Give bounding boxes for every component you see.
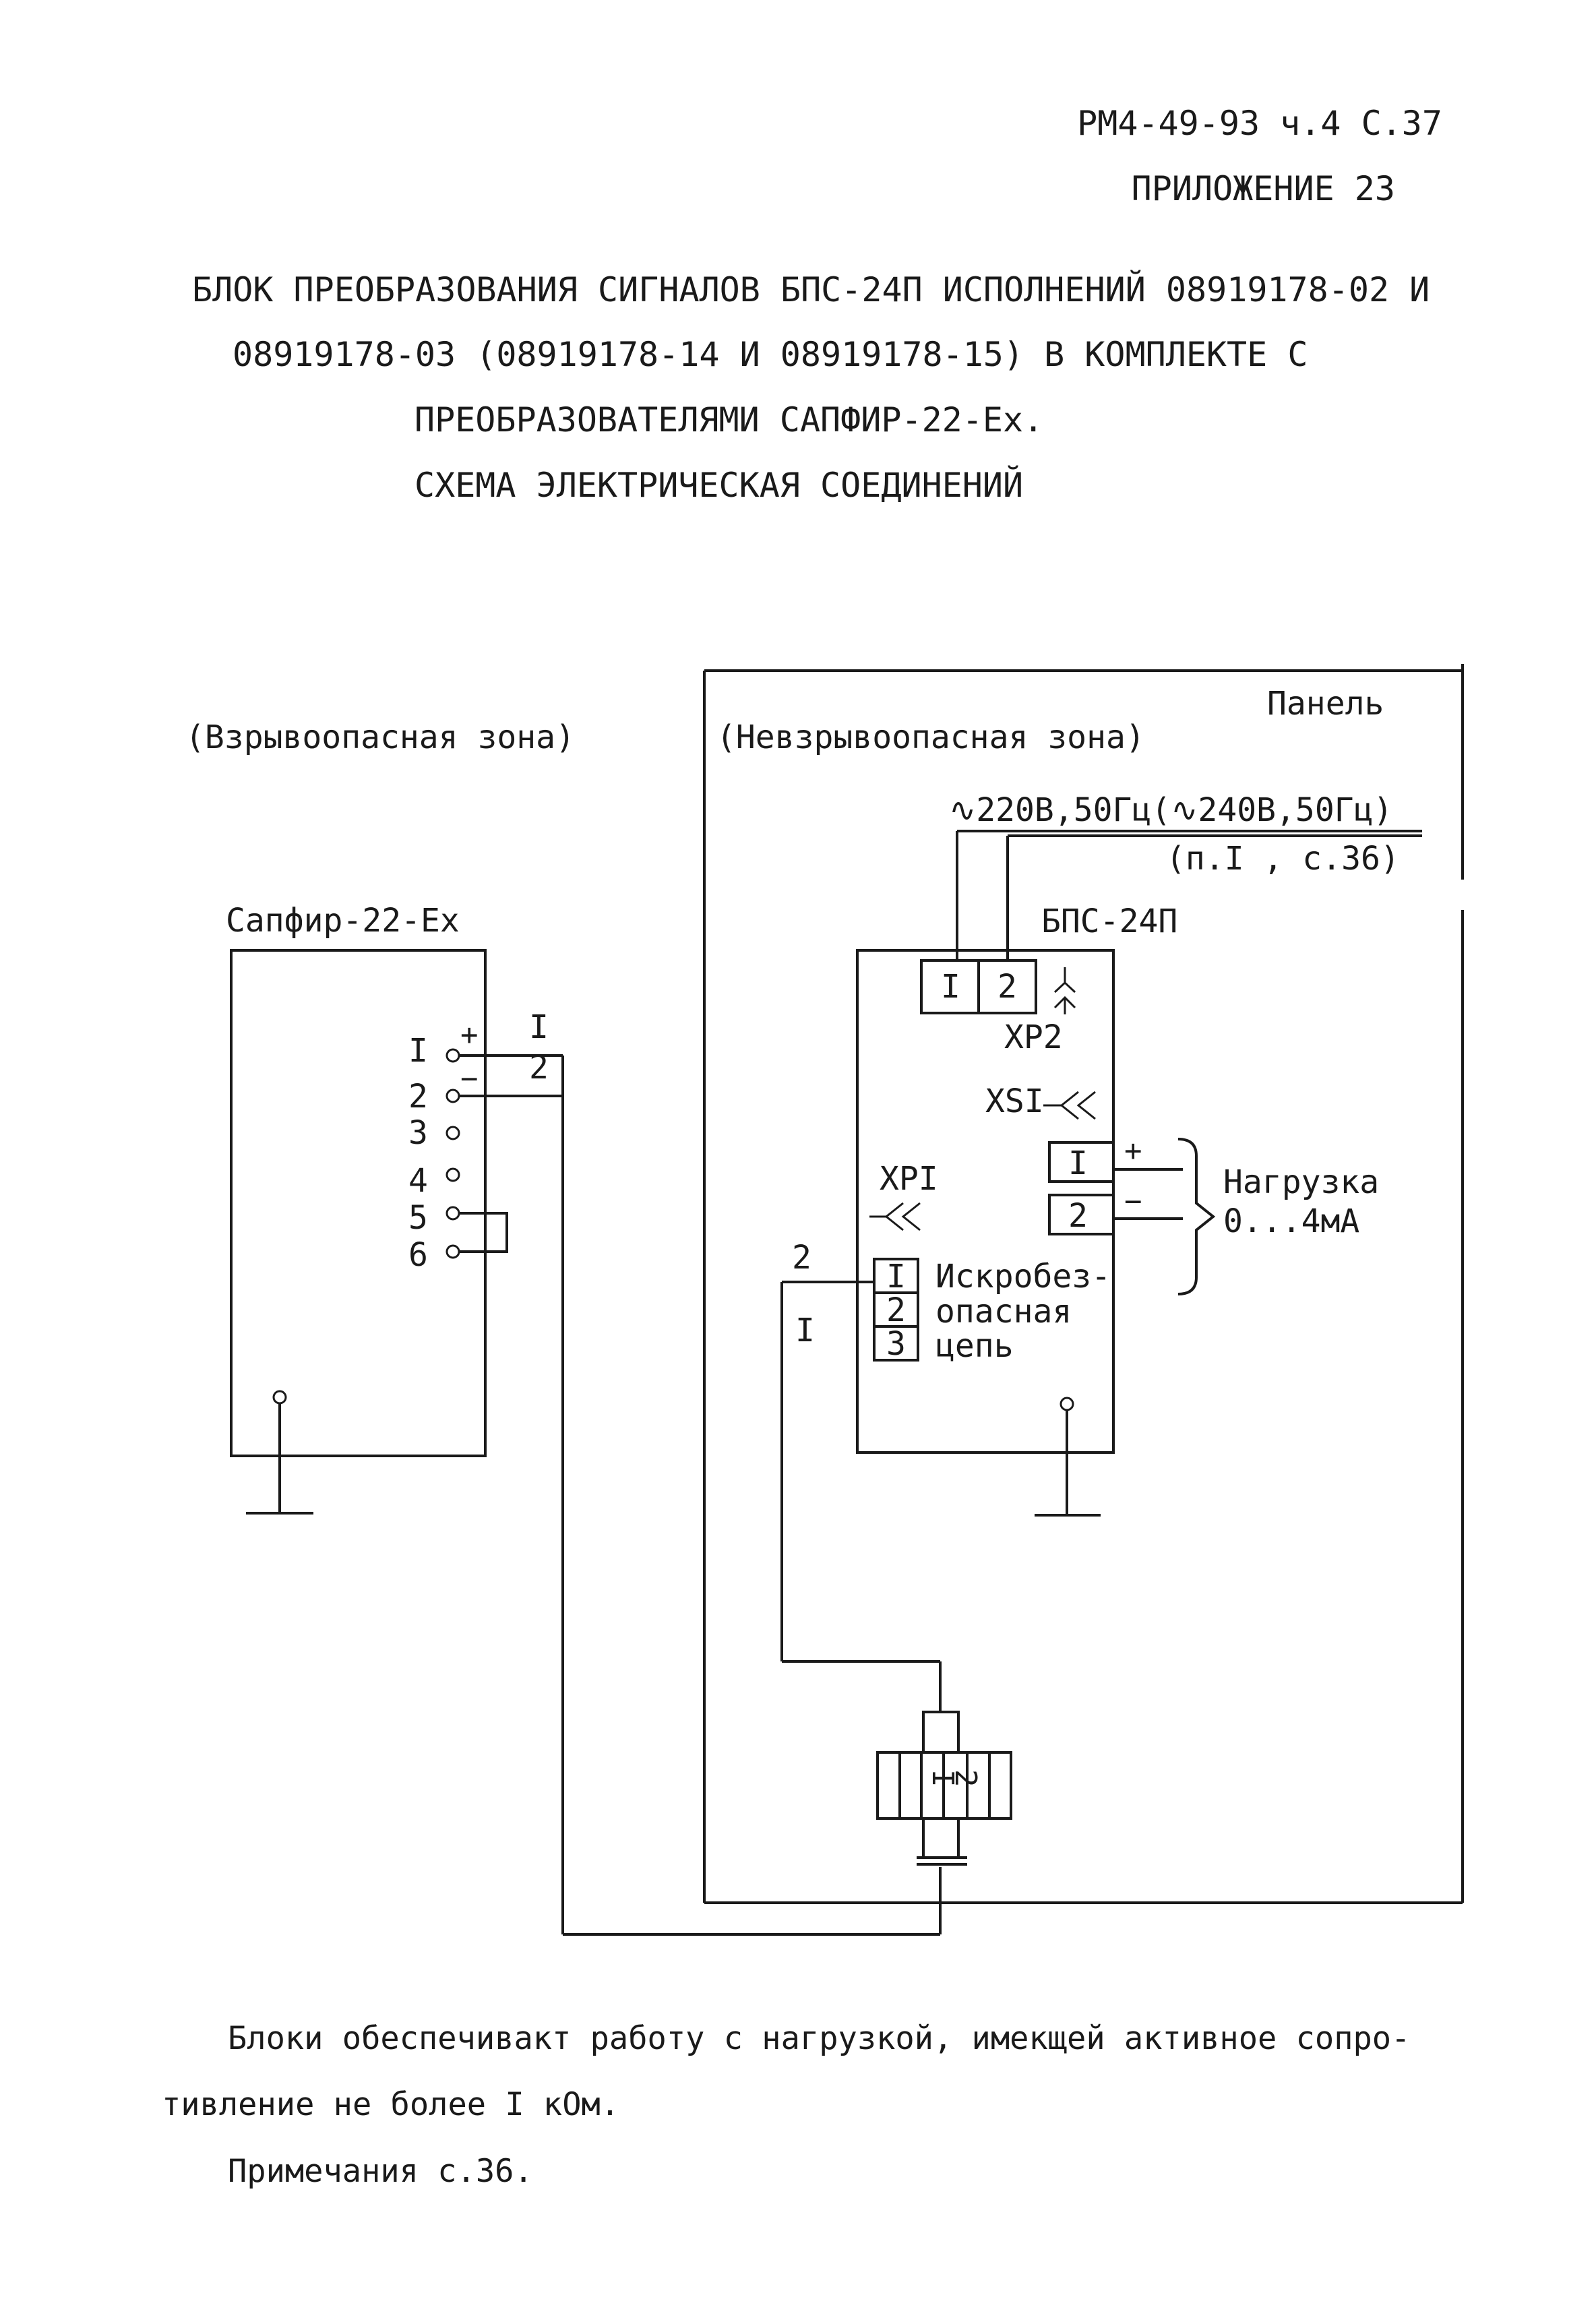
transducer-name: Сапфир-22-Ex: [226, 902, 460, 940]
xp2-connector: I 2 XP2: [920, 959, 1076, 1056]
ex-pin-2: 2: [886, 1291, 906, 1329]
terminal-circle: [446, 1167, 460, 1182]
load-range: 0...4мА: [1223, 1202, 1359, 1240]
transducer-terminal-2: 2: [408, 1078, 428, 1115]
xp2-connector-icon: [1053, 967, 1076, 1014]
xp1-label: XPI: [880, 1160, 938, 1198]
load-pin-2: 2: [1068, 1197, 1088, 1235]
note-line-2: тивление не более I кОм.: [162, 2086, 619, 2123]
wire-label-1: I: [529, 1008, 549, 1046]
terminal-circle: [446, 1206, 460, 1221]
note-line-3: Примечания с.36.: [228, 2153, 533, 2190]
barrier-pin-2: 2: [948, 1769, 983, 1787]
xp1-connector-icon: [869, 1202, 921, 1231]
transducer-ground-icon: [246, 1390, 313, 1515]
ex-pin-3: 3: [886, 1325, 906, 1363]
ex-wire-label-1: I: [795, 1312, 815, 1349]
transducer-cable: [459, 1054, 942, 1936]
panel-frame: [703, 664, 1464, 1904]
minus-sign: −: [460, 1062, 479, 1096]
ex-cable: [780, 1281, 942, 1712]
ex-label-1: Искробез-: [935, 1258, 1111, 1295]
ex-terminals: I 2 3: [873, 1258, 919, 1363]
xs1-connector-icon: [1043, 1091, 1096, 1120]
ex-pin-1: I: [886, 1258, 906, 1295]
panel-label: Панель: [1267, 685, 1384, 723]
barrier-pin-1: I: [925, 1769, 960, 1787]
transducer-body: [230, 949, 487, 1457]
title-line-4: СХЕМА ЭЛЕКТРИЧЕСКАЯ СОЕДИНЕНИЙ: [415, 465, 1023, 505]
ex-wire-label-2: 2: [792, 1239, 811, 1277]
power-supply-label: ∿220В,50Гц(∿240В,50Гц): [949, 791, 1392, 829]
title-line-1: БЛОК ПРЕОБРАЗОВАНИЯ СИГНАЛОВ БПС-24П ИСП…: [192, 270, 1430, 309]
block-name: БПС-24П: [1041, 903, 1177, 940]
power-lines: [956, 830, 1422, 960]
transducer-terminal-6: 6: [408, 1236, 428, 1274]
wire-label-2: 2: [529, 1049, 549, 1087]
transducer-terminal-4: 4: [408, 1162, 428, 1200]
load-plus-sign: +: [1124, 1134, 1142, 1168]
xp2-pin-1: I: [941, 968, 960, 1006]
power-reference: (п.I , с.36): [1166, 840, 1400, 878]
terminal-circle: [446, 1089, 460, 1103]
terminal-circle: [446, 1244, 460, 1259]
zone-safe-label: (Невзрывоопасная зона): [716, 718, 1145, 756]
appendix-label: ПРИЛОЖЕНИЕ 23: [1132, 169, 1395, 208]
xp2-pin-2: 2: [998, 968, 1017, 1006]
transducer-terminal-1: I: [408, 1032, 428, 1070]
load-label: Нагрузка: [1223, 1163, 1379, 1201]
transducer-terminals: I 2 3 4 5 6 + −: [408, 1018, 479, 1274]
zone-hazardous-label: (Взрывоопасная зона): [185, 718, 575, 756]
title-line-3: ПРЕОБРАЗОВАТЕЛЯМИ САПФИР-22-Ex.: [415, 400, 1043, 439]
load-terminals: I 2 + −: [1048, 1134, 1183, 1235]
plus-sign: +: [460, 1018, 479, 1052]
ex-label-3: цепь: [935, 1327, 1014, 1365]
document-reference: РМ4-49-93 ч.4 С.37: [1077, 104, 1442, 143]
title-line-2: 08919178-03 (08919178-14 И 08919178-15) …: [233, 335, 1308, 374]
load-pin-1: I: [1068, 1144, 1088, 1182]
barrier-connector: I 2: [876, 1711, 1012, 1866]
load-minus-sign: −: [1124, 1184, 1142, 1219]
transducer-terminal-5: 5: [408, 1199, 428, 1237]
terminal-circle: [446, 1048, 460, 1063]
xp2-label: XP2: [1004, 1018, 1063, 1056]
transducer-terminal-3: 3: [408, 1114, 428, 1152]
note-line-1: Блоки обеспечивакт работу с нагрузкой, и…: [228, 2020, 1410, 2057]
xs1-label: XSI: [985, 1082, 1044, 1120]
jumper-5-6: [459, 1212, 508, 1253]
load-brace: [1177, 1138, 1216, 1295]
ex-label-2: опасная: [935, 1293, 1072, 1331]
block-ground-icon: [1035, 1397, 1101, 1517]
terminal-circle: [446, 1126, 460, 1140]
